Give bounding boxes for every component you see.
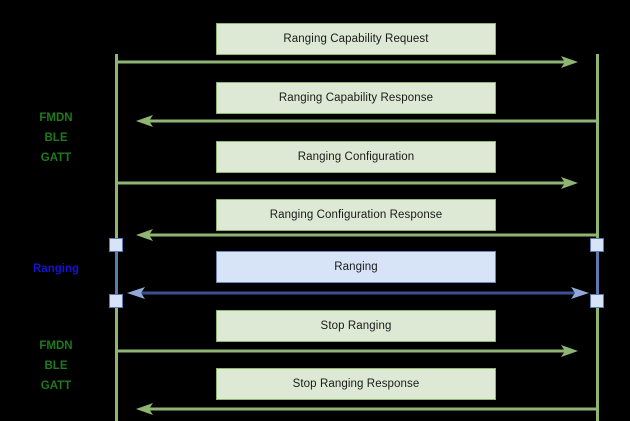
arrow-ranging-capability-response bbox=[136, 114, 598, 128]
message-box-stop-ranging-response[interactable]: Stop Ranging Response bbox=[216, 368, 496, 400]
message-label: Ranging bbox=[334, 261, 378, 273]
message-box-ranging-capability-request[interactable]: Ranging Capability Request bbox=[216, 23, 496, 55]
arrow-stop-ranging-response bbox=[136, 402, 598, 416]
activation-line-right bbox=[596, 244, 599, 306]
message-label: Ranging Configuration bbox=[297, 151, 415, 163]
message-label: Ranging Capability Request bbox=[283, 33, 429, 45]
phase-label-ranging: Ranging bbox=[8, 259, 104, 279]
message-label: Ranging Configuration Response bbox=[269, 209, 443, 221]
message-box-ranging-capability-response[interactable]: Ranging Capability Response bbox=[216, 82, 496, 114]
phase-label-line: BLE bbox=[44, 132, 68, 144]
arrow-ranging-capability-request bbox=[116, 55, 578, 69]
arrow-ranging-configuration bbox=[116, 176, 578, 190]
message-box-ranging-configuration[interactable]: Ranging Configuration bbox=[216, 141, 496, 173]
message-label: Stop Ranging Response bbox=[292, 378, 420, 390]
message-label: Ranging Capability Response bbox=[278, 92, 434, 104]
phase-label-line: BLE bbox=[44, 360, 68, 372]
phase-label-fmdn-top: FMDN BLE GATT bbox=[8, 108, 104, 168]
lifeline-right-provider-lower bbox=[596, 306, 599, 421]
message-box-stop-ranging[interactable]: Stop Ranging bbox=[216, 310, 496, 342]
activation-end-right bbox=[590, 294, 604, 308]
message-box-ranging-configuration-response[interactable]: Ranging Configuration Response bbox=[216, 199, 496, 231]
activation-start-left bbox=[109, 238, 123, 252]
activation-line-left bbox=[115, 244, 118, 306]
activation-end-left bbox=[109, 294, 123, 308]
phase-label-line: FMDN bbox=[39, 112, 73, 124]
phase-label-line: GATT bbox=[40, 152, 72, 164]
phase-label-line: GATT bbox=[40, 380, 72, 392]
message-box-ranging[interactable]: Ranging bbox=[216, 251, 496, 283]
lifeline-left-seeker bbox=[115, 54, 118, 244]
lifeline-right-provider bbox=[596, 54, 599, 244]
phase-label-fmdn-bottom: FMDN BLE GATT bbox=[8, 336, 104, 396]
message-label: Stop Ranging bbox=[320, 320, 392, 332]
phase-label-line: Ranging bbox=[33, 263, 79, 275]
arrow-stop-ranging bbox=[116, 344, 578, 358]
lifeline-left-seeker-lower bbox=[115, 306, 118, 421]
arrow-ranging-bidirectional bbox=[127, 286, 589, 300]
activation-start-right bbox=[590, 238, 604, 252]
phase-label-line: FMDN bbox=[39, 340, 73, 352]
